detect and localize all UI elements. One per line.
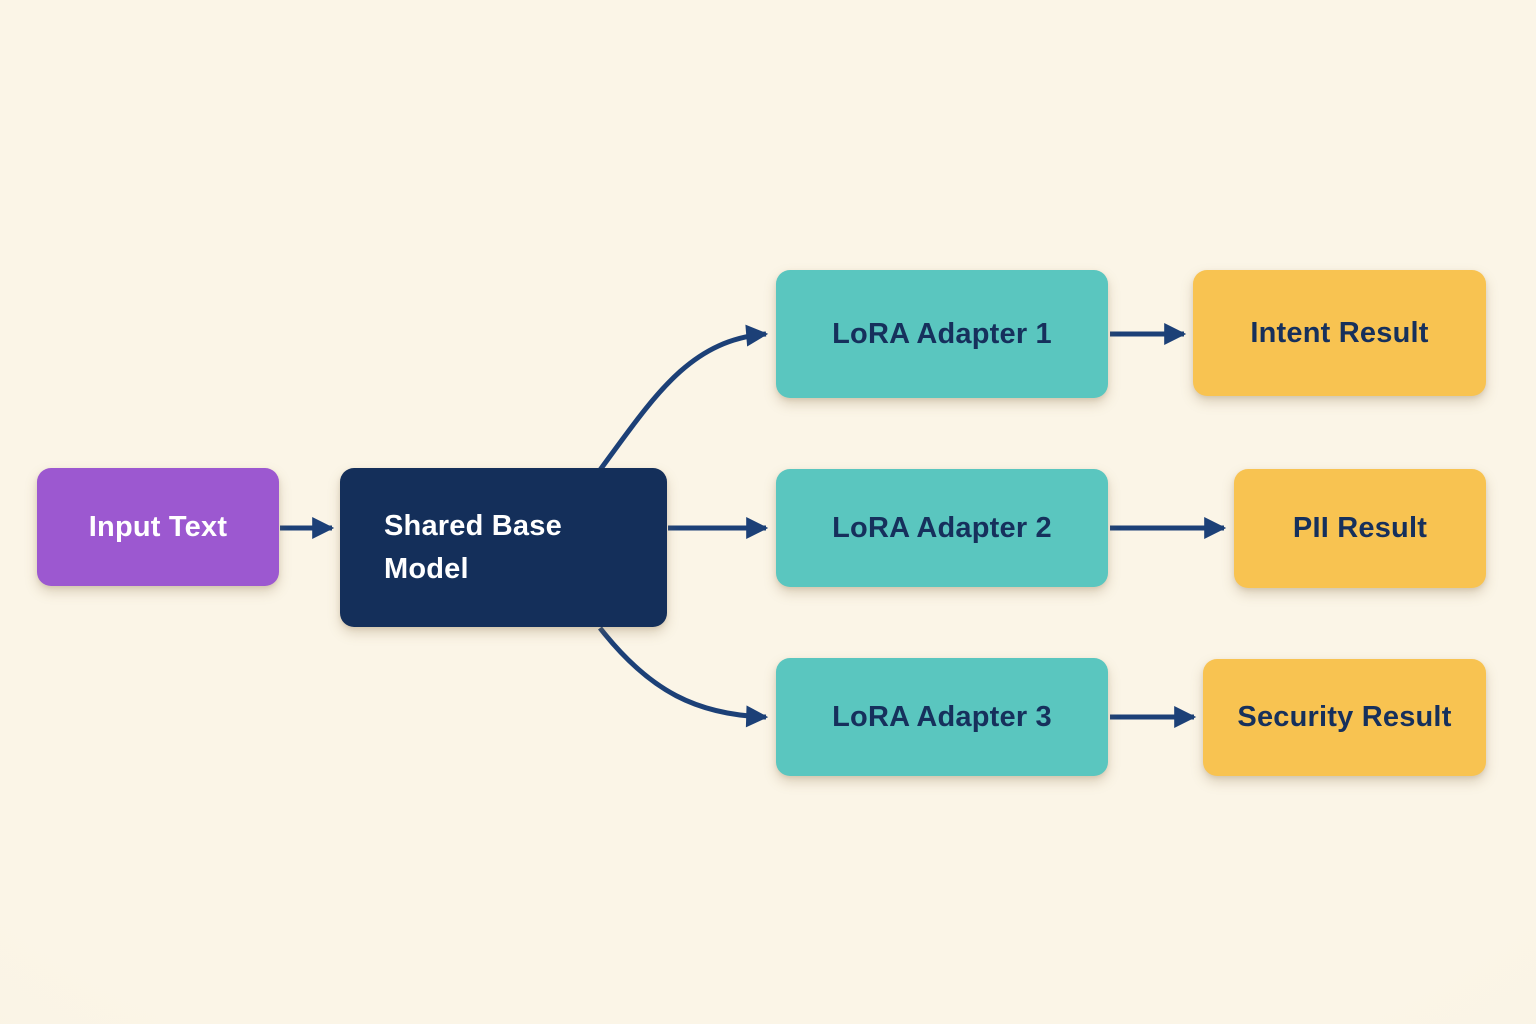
node-shared-base-model: Shared Base Model [340,468,667,627]
node-security-result-label: Security Result [1237,701,1452,733]
node-shared-base-model-label: Shared Base Model [384,509,562,585]
node-input-text-label: Input Text [88,510,228,543]
edge-base-adapter1 [597,324,769,472]
node-pii-result-label: PII Result [1292,512,1428,544]
node-intent-result: Intent Result [1193,270,1486,396]
edge-base-adapter3 [598,626,769,728]
node-lora-adapter-1: LoRA Adapter 1 [776,270,1108,398]
node-lora-adapter-3: LoRA Adapter 3 [776,658,1108,776]
node-input-text: Input Text [37,468,279,586]
node-intent-result-label: Intent Result [1250,316,1429,349]
node-pii-result: PII Result [1234,469,1486,588]
node-security-result: Security Result [1203,659,1486,776]
node-lora-adapter-3-label: LoRA Adapter 3 [832,700,1052,733]
node-lora-adapter-2-label: LoRA Adapter 2 [832,511,1052,544]
node-lora-adapter-2: LoRA Adapter 2 [776,469,1108,587]
node-lora-adapter-1-label: LoRA Adapter 1 [832,317,1052,350]
